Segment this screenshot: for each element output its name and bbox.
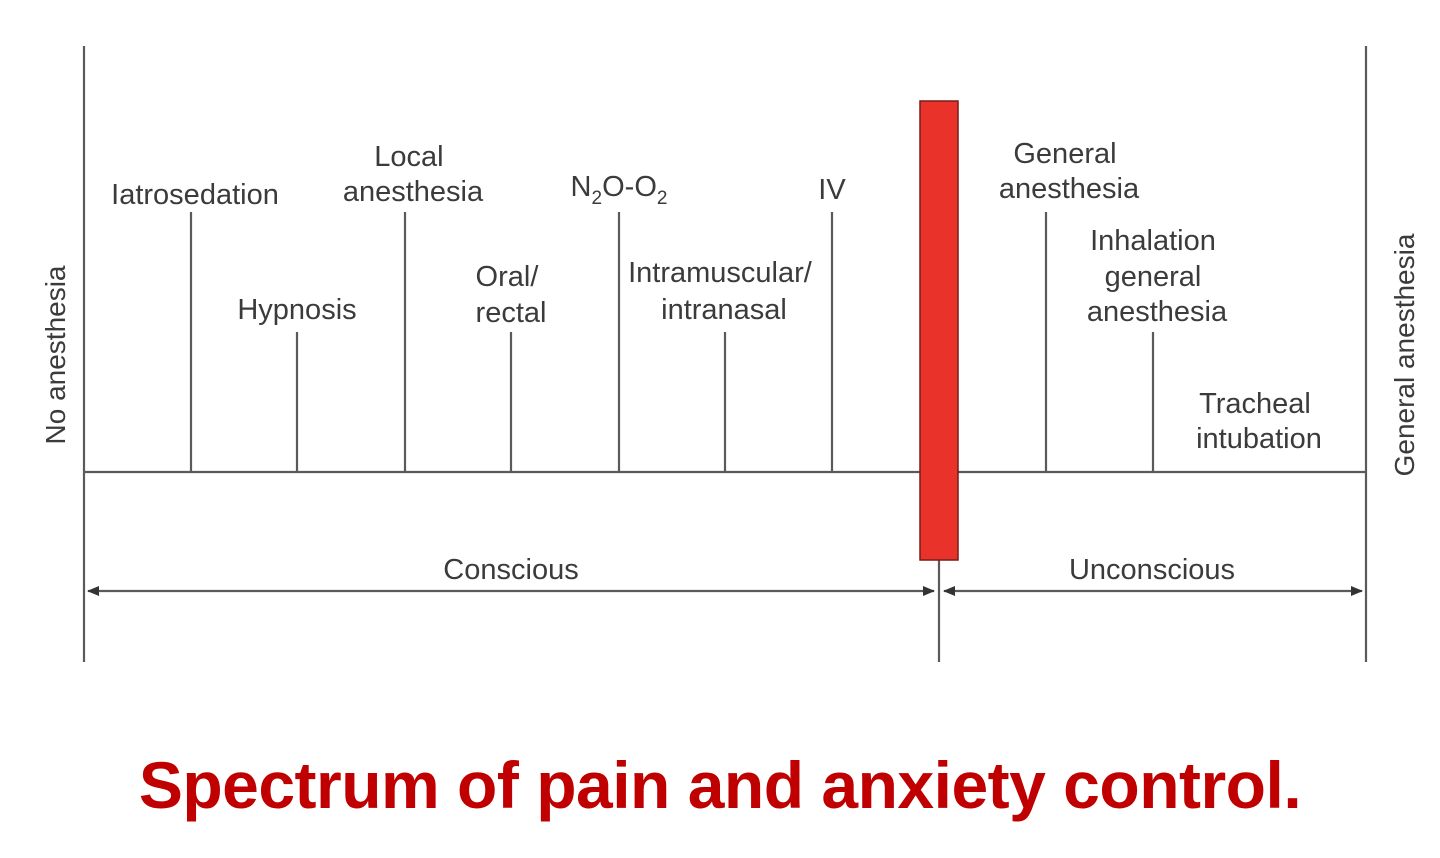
- consciousness-divider-bar: [919, 100, 959, 561]
- label-iatrosedation: Iatrosedation: [111, 179, 279, 211]
- label-general-anesthesia-end: General anesthesia: [1389, 233, 1420, 476]
- label-general-anesthesia: General anesthesia: [999, 138, 1140, 205]
- label-inhalation-general-anesthesia: Inhalation general anesthesia: [1087, 225, 1228, 328]
- technique-ticks: [189, 212, 1155, 472]
- label-tracheal-intubation: Tracheal intubation: [1196, 388, 1322, 455]
- label-hypnosis: Hypnosis: [237, 294, 356, 326]
- figure-caption: Spectrum of pain and anxiety control.: [138, 748, 1302, 822]
- label-oral-rectal: Oral/ rectal: [476, 261, 547, 329]
- technique-labels: Iatrosedation Hypnosis Local anesthesia …: [111, 138, 1322, 455]
- label-intramuscular-intranasal: Intramuscular/ intranasal: [628, 257, 820, 326]
- label-no-anesthesia: No anesthesia: [40, 265, 71, 444]
- label-iv: IV: [818, 174, 846, 206]
- label-n2o-o2: N2O-O2: [571, 171, 668, 209]
- label-local-anesthesia: Local anesthesia: [343, 141, 484, 208]
- label-conscious: Conscious: [443, 554, 578, 586]
- label-unconscious: Unconscious: [1069, 554, 1235, 586]
